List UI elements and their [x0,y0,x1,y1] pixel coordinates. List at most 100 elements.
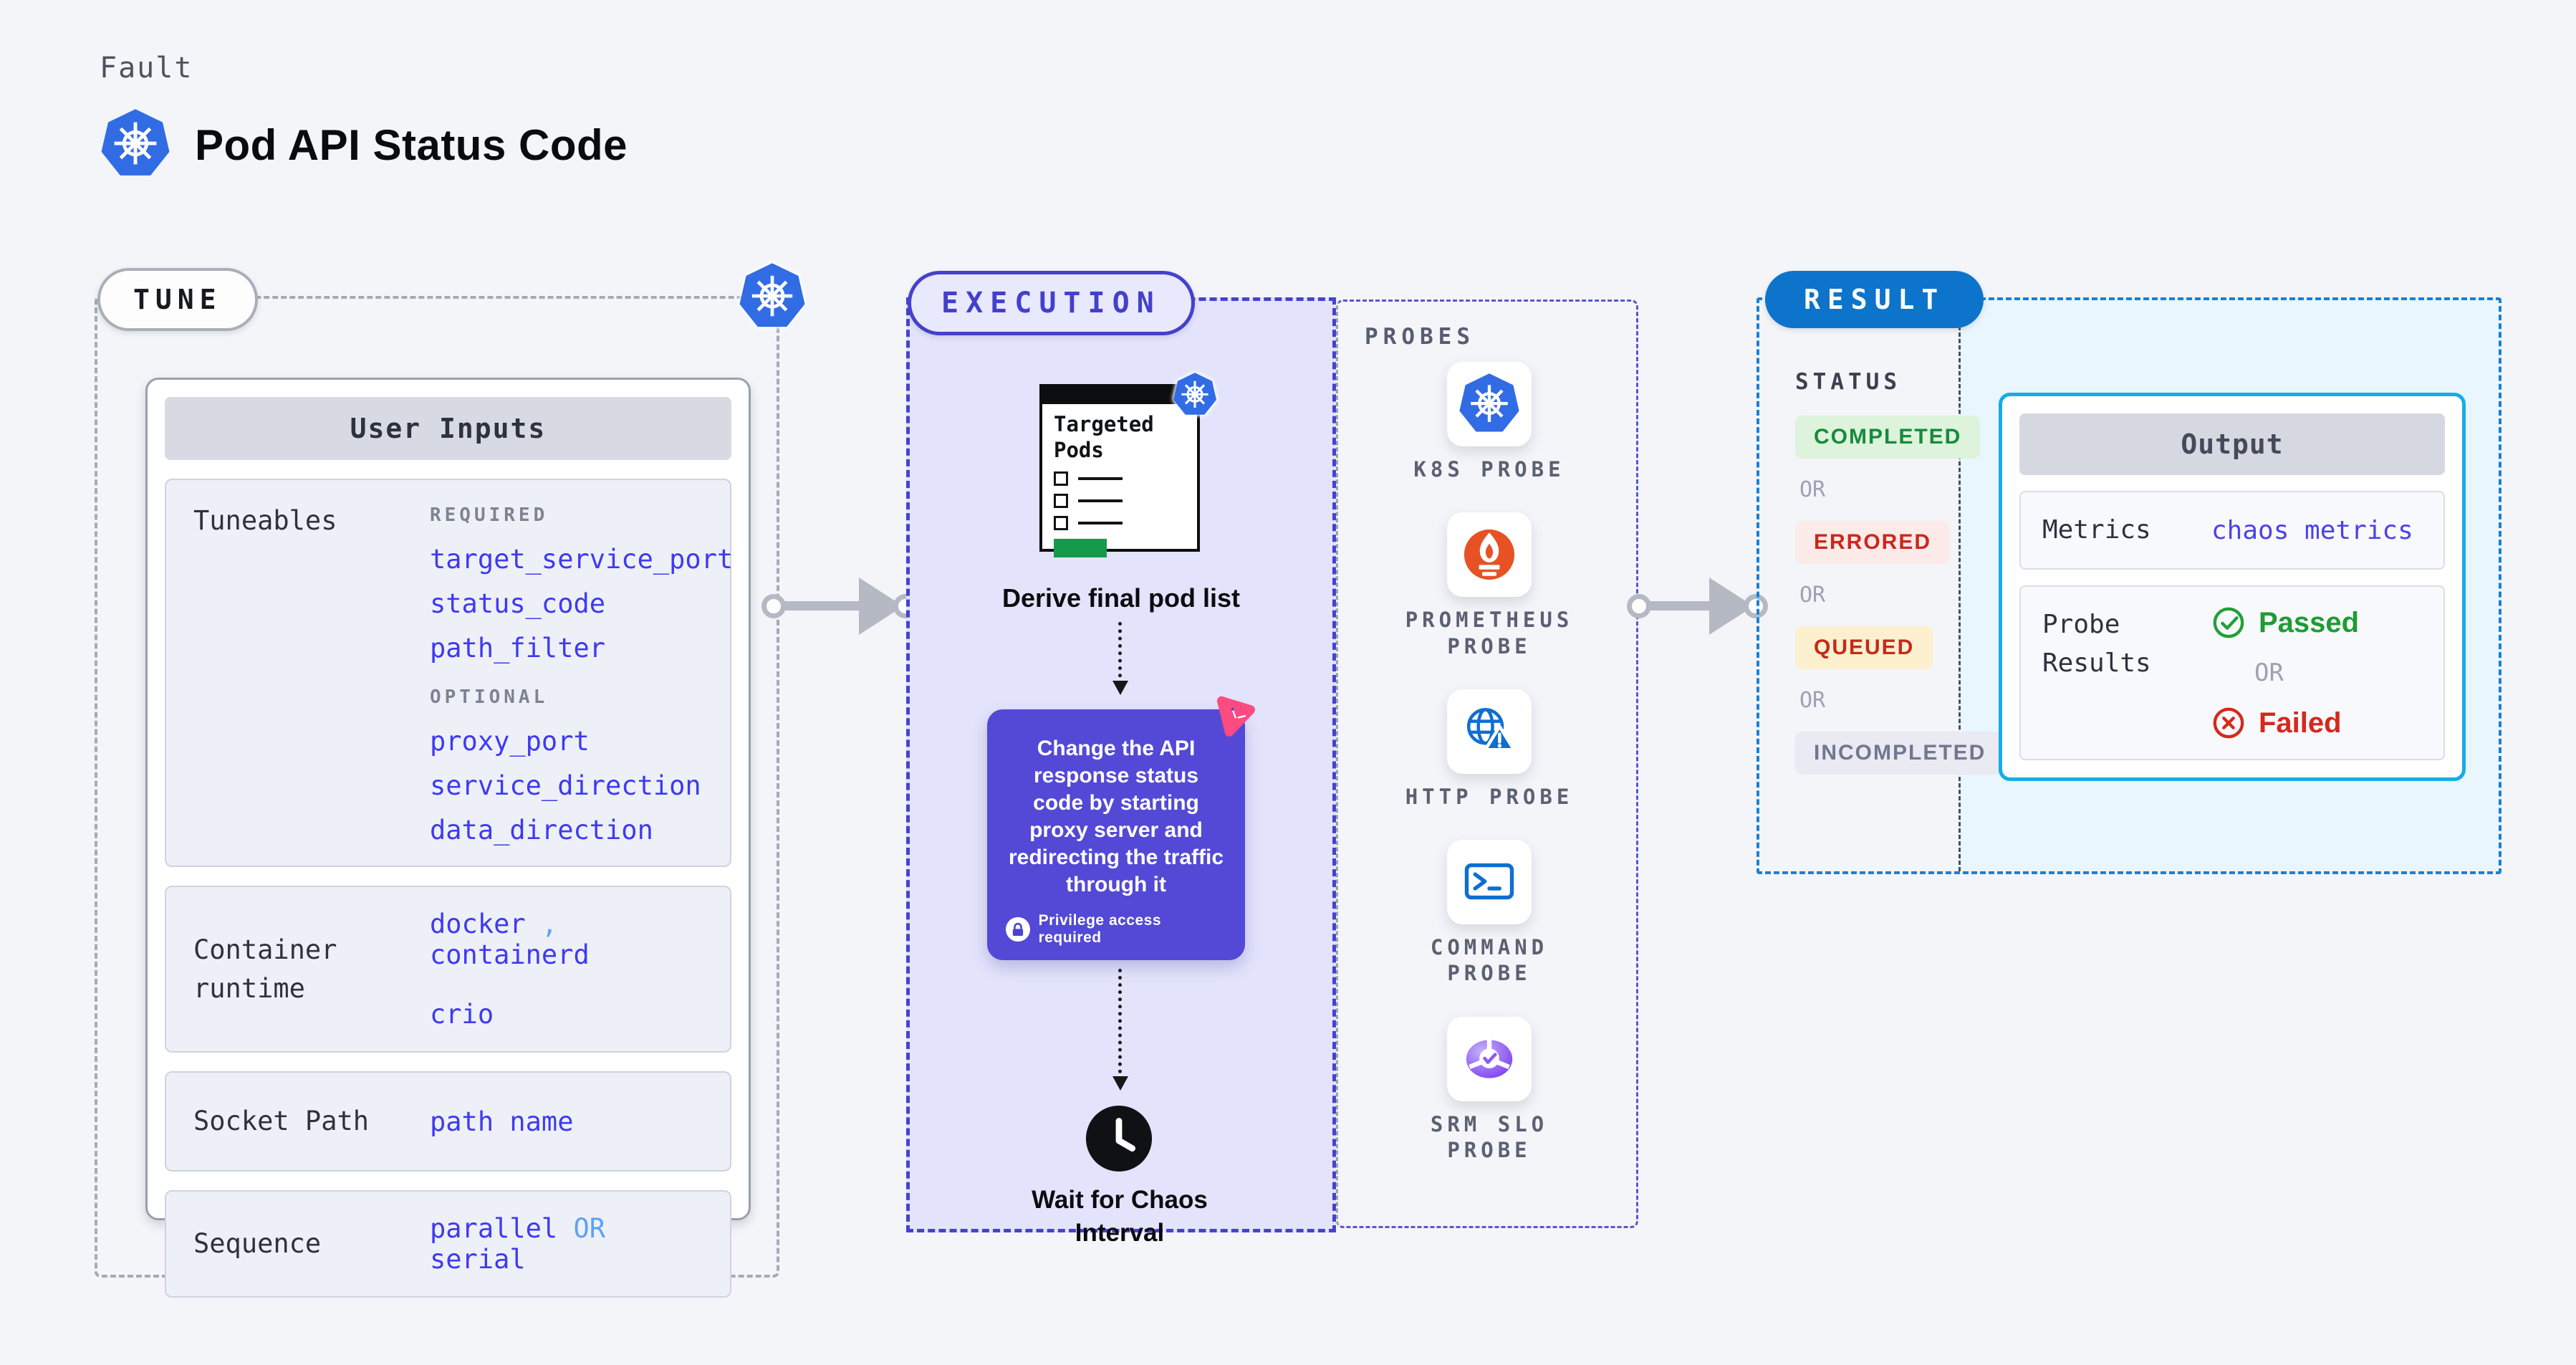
srm-slo-probe-icon [1456,1026,1522,1092]
targeted-pods-card: Targeted Pods [1039,373,1217,557]
tuneable-param: target_service_port [430,544,734,575]
execution-badge: EXECUTION [908,271,1195,335]
probes-heading: PROBES [1365,324,1475,350]
probe-card [1447,512,1532,598]
progress-bar [1054,538,1107,557]
status-badge-errored: ERRORED [1795,521,1951,564]
probe-label: K8S PROBE [1413,457,1565,482]
passed-check-icon [2211,605,2246,640]
tuneables-label: Tuneables [193,505,337,536]
lock-icon [1006,916,1030,942]
connector-dot [761,594,786,618]
result-badge-label: RESULT [1804,284,1946,315]
chaos-action-card: Change the API response status code by s… [987,709,1245,960]
probe-item-command: COMMAND PROBE [1382,840,1597,987]
runtime-value: containerd [430,939,590,970]
privilege-note-row: Privilege access required [1006,912,1226,947]
failed-x-icon [2211,706,2246,740]
probe-label: HTTP PROBE [1405,784,1574,809]
clock-icon [1084,1103,1154,1174]
container-runtime-label: Container runtime [193,934,337,1004]
kubernetes-icon [100,109,170,179]
status-badge-completed: COMPLETED [1795,416,1981,459]
checkbox-icon [1054,471,1068,486]
status-heading: STATUS [1795,369,1901,395]
checkbox-icon [1054,515,1068,530]
output-card: Output Metrics chaos metrics Probe Resul… [1999,393,2466,781]
tune-badge-label: TUNE [133,284,222,315]
runtime-value: docker [430,909,526,939]
tuneable-param: path_filter [430,633,606,664]
or-label: OR [1799,583,1826,608]
or-label: OR [1799,477,1826,502]
tuneable-param: data_direction [430,815,653,846]
probe-card [1447,1016,1532,1101]
socket-path-label: Socket Path [193,1106,370,1137]
chaos-action-text: Change the API response status code by s… [1008,737,1224,897]
pod-line [1078,521,1123,525]
status-badge-queued: QUEUED [1795,626,1933,669]
tuneable-param: proxy_port [430,726,590,757]
pod-checkbox-row [1054,515,1186,530]
fault-eyebrow: Fault [100,52,193,85]
kubernetes-icon [739,263,806,330]
execution-badge-label: EXECUTION [941,287,1161,320]
probe-label: COMMAND PROBE [1430,935,1549,986]
metrics-label: Metrics [2042,515,2151,545]
probe-item-srm-slo: SRM SLO PROBE [1382,1016,1597,1164]
probes-list: K8S PROBE PROMETHEUS PROBE HTTP PROBE CO… [1382,362,1597,1163]
action-to-wait-arrow [1112,969,1128,1091]
connector-dot [1627,594,1651,618]
command-probe-icon [1457,850,1522,914]
pod-checkbox-row [1054,493,1186,508]
container-runtime-row: Container runtime docker , containerd cr… [165,886,731,1053]
prometheus-icon [1464,530,1515,580]
execution-to-result-arrow [1627,574,1768,637]
passed-label: Passed [2259,606,2360,638]
tuneable-param: service_direction [430,770,701,801]
pod-line [1078,499,1123,502]
or-label: OR [2254,658,2284,687]
http-probe-icon [1457,699,1522,764]
pods-card-titlebar [1042,387,1197,404]
litmus-chaos-icon [1209,691,1265,747]
user-inputs-card: User Inputs Tuneables REQUIRED target_se… [145,378,751,1298]
wait-chaos-caption: Wait for Chaos Interval [1032,1186,1208,1247]
socket-path-value: path name [430,1106,574,1137]
container-runtime-values: docker , containerd crio [430,909,703,1030]
probe-results-values: Passed OR Failed [2211,605,2359,740]
probe-item-http: HTTP PROBE [1382,689,1597,810]
connector-dot [1744,594,1768,618]
sequence-label: Sequence [193,1228,322,1260]
probe-label: PROMETHEUS PROBE [1405,608,1574,658]
sequence-value: serial [430,1244,526,1275]
pod-checkbox-row [1054,471,1186,486]
probe-item-k8s: K8S PROBE [1382,362,1597,482]
metrics-row: Metrics chaos metrics [2019,491,2445,570]
privilege-note: Privilege access required [1038,911,1162,946]
derive-to-action-arrow [1112,622,1128,695]
value-separator: , [541,909,558,939]
derive-pod-list-caption: Derive final pod list [1001,583,1241,613]
status-list: COMPLETED OR ERRORED OR QUEUED OR INCOMP… [1795,416,2005,775]
status-badge-incompleted: INCOMPLETED [1795,732,2005,775]
runtime-value: crio [430,999,494,1030]
k8s-icon [1458,373,1520,435]
probe-card [1447,689,1532,774]
metrics-value: chaos metrics [2211,515,2413,545]
or-label: OR [1799,688,1826,713]
output-title: Output [2019,413,2445,475]
probe-results-label: Probe Results [2042,610,2151,678]
tune-badge: TUNE [97,268,258,331]
pod-line [1078,476,1123,480]
probe-item-prometheus: PROMETHEUS PROBE [1382,512,1597,659]
socket-path-row: Socket Path path name [165,1071,731,1172]
sequence-or: OR [573,1213,606,1244]
page-title: Pod API Status Code [195,121,628,169]
probe-label: SRM SLO PROBE [1430,1111,1549,1162]
checkbox-icon [1054,493,1068,508]
sequence-value: parallel [430,1213,558,1244]
probe-card [1447,840,1532,924]
required-heading: REQUIRED [430,504,549,526]
